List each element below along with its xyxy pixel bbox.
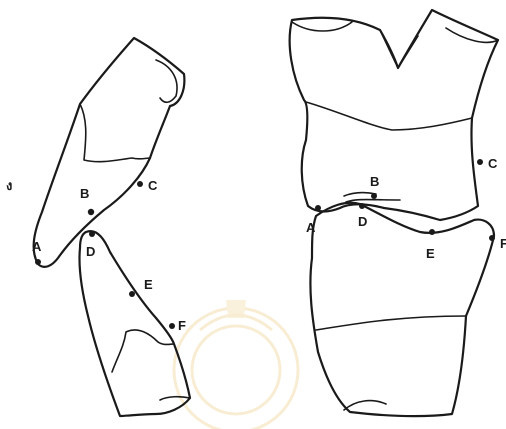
left-point-e <box>129 291 135 297</box>
left-label-b: B <box>80 186 89 201</box>
right-upper-tooth-cej-line <box>306 102 472 130</box>
left-lower-tooth-root-curve <box>160 397 190 400</box>
right-label-a: A <box>306 220 316 235</box>
right-point-e <box>429 229 435 235</box>
right-lower-tooth-cej-line <box>316 316 466 330</box>
right-label-d: D <box>358 214 367 229</box>
watermark-seal <box>174 300 298 429</box>
right-point-f <box>489 235 495 241</box>
left-upper-tooth-inner-line <box>80 104 150 162</box>
right-upper-tooth-cusp-left <box>292 22 352 31</box>
left-tooth-pair: A B C D E F ง <box>6 38 190 416</box>
left-stray-mark: ง <box>6 178 12 193</box>
left-point-c <box>137 181 143 187</box>
right-label-f: F <box>500 236 506 251</box>
right-point-d <box>359 203 365 209</box>
right-point-b <box>371 193 377 199</box>
left-lower-tooth-inner-line <box>112 330 174 372</box>
left-upper-tooth-outline <box>34 38 185 267</box>
right-label-b: B <box>370 174 379 189</box>
left-point-b <box>88 209 94 215</box>
left-point-a <box>35 259 41 265</box>
right-upper-tooth-cusp-right <box>446 28 498 42</box>
left-label-e: E <box>144 277 153 292</box>
right-point-a <box>315 205 321 211</box>
right-label-e: E <box>426 246 435 261</box>
right-lower-tooth-outline <box>310 203 494 416</box>
right-tooth-pair: A B C D E F <box>290 10 506 416</box>
right-contact-mark-lower <box>346 200 400 203</box>
left-point-f <box>169 323 175 329</box>
left-point-d <box>89 231 95 237</box>
right-lower-tooth-root-curve <box>344 401 386 410</box>
right-point-c <box>477 159 483 165</box>
right-upper-tooth-outline <box>290 10 498 220</box>
left-label-a: A <box>32 239 42 254</box>
left-label-c: C <box>148 178 158 193</box>
right-label-c: C <box>488 156 498 171</box>
left-label-d: D <box>86 244 95 259</box>
left-label-f: F <box>178 318 186 333</box>
right-upper-tooth-fissure <box>380 30 418 68</box>
